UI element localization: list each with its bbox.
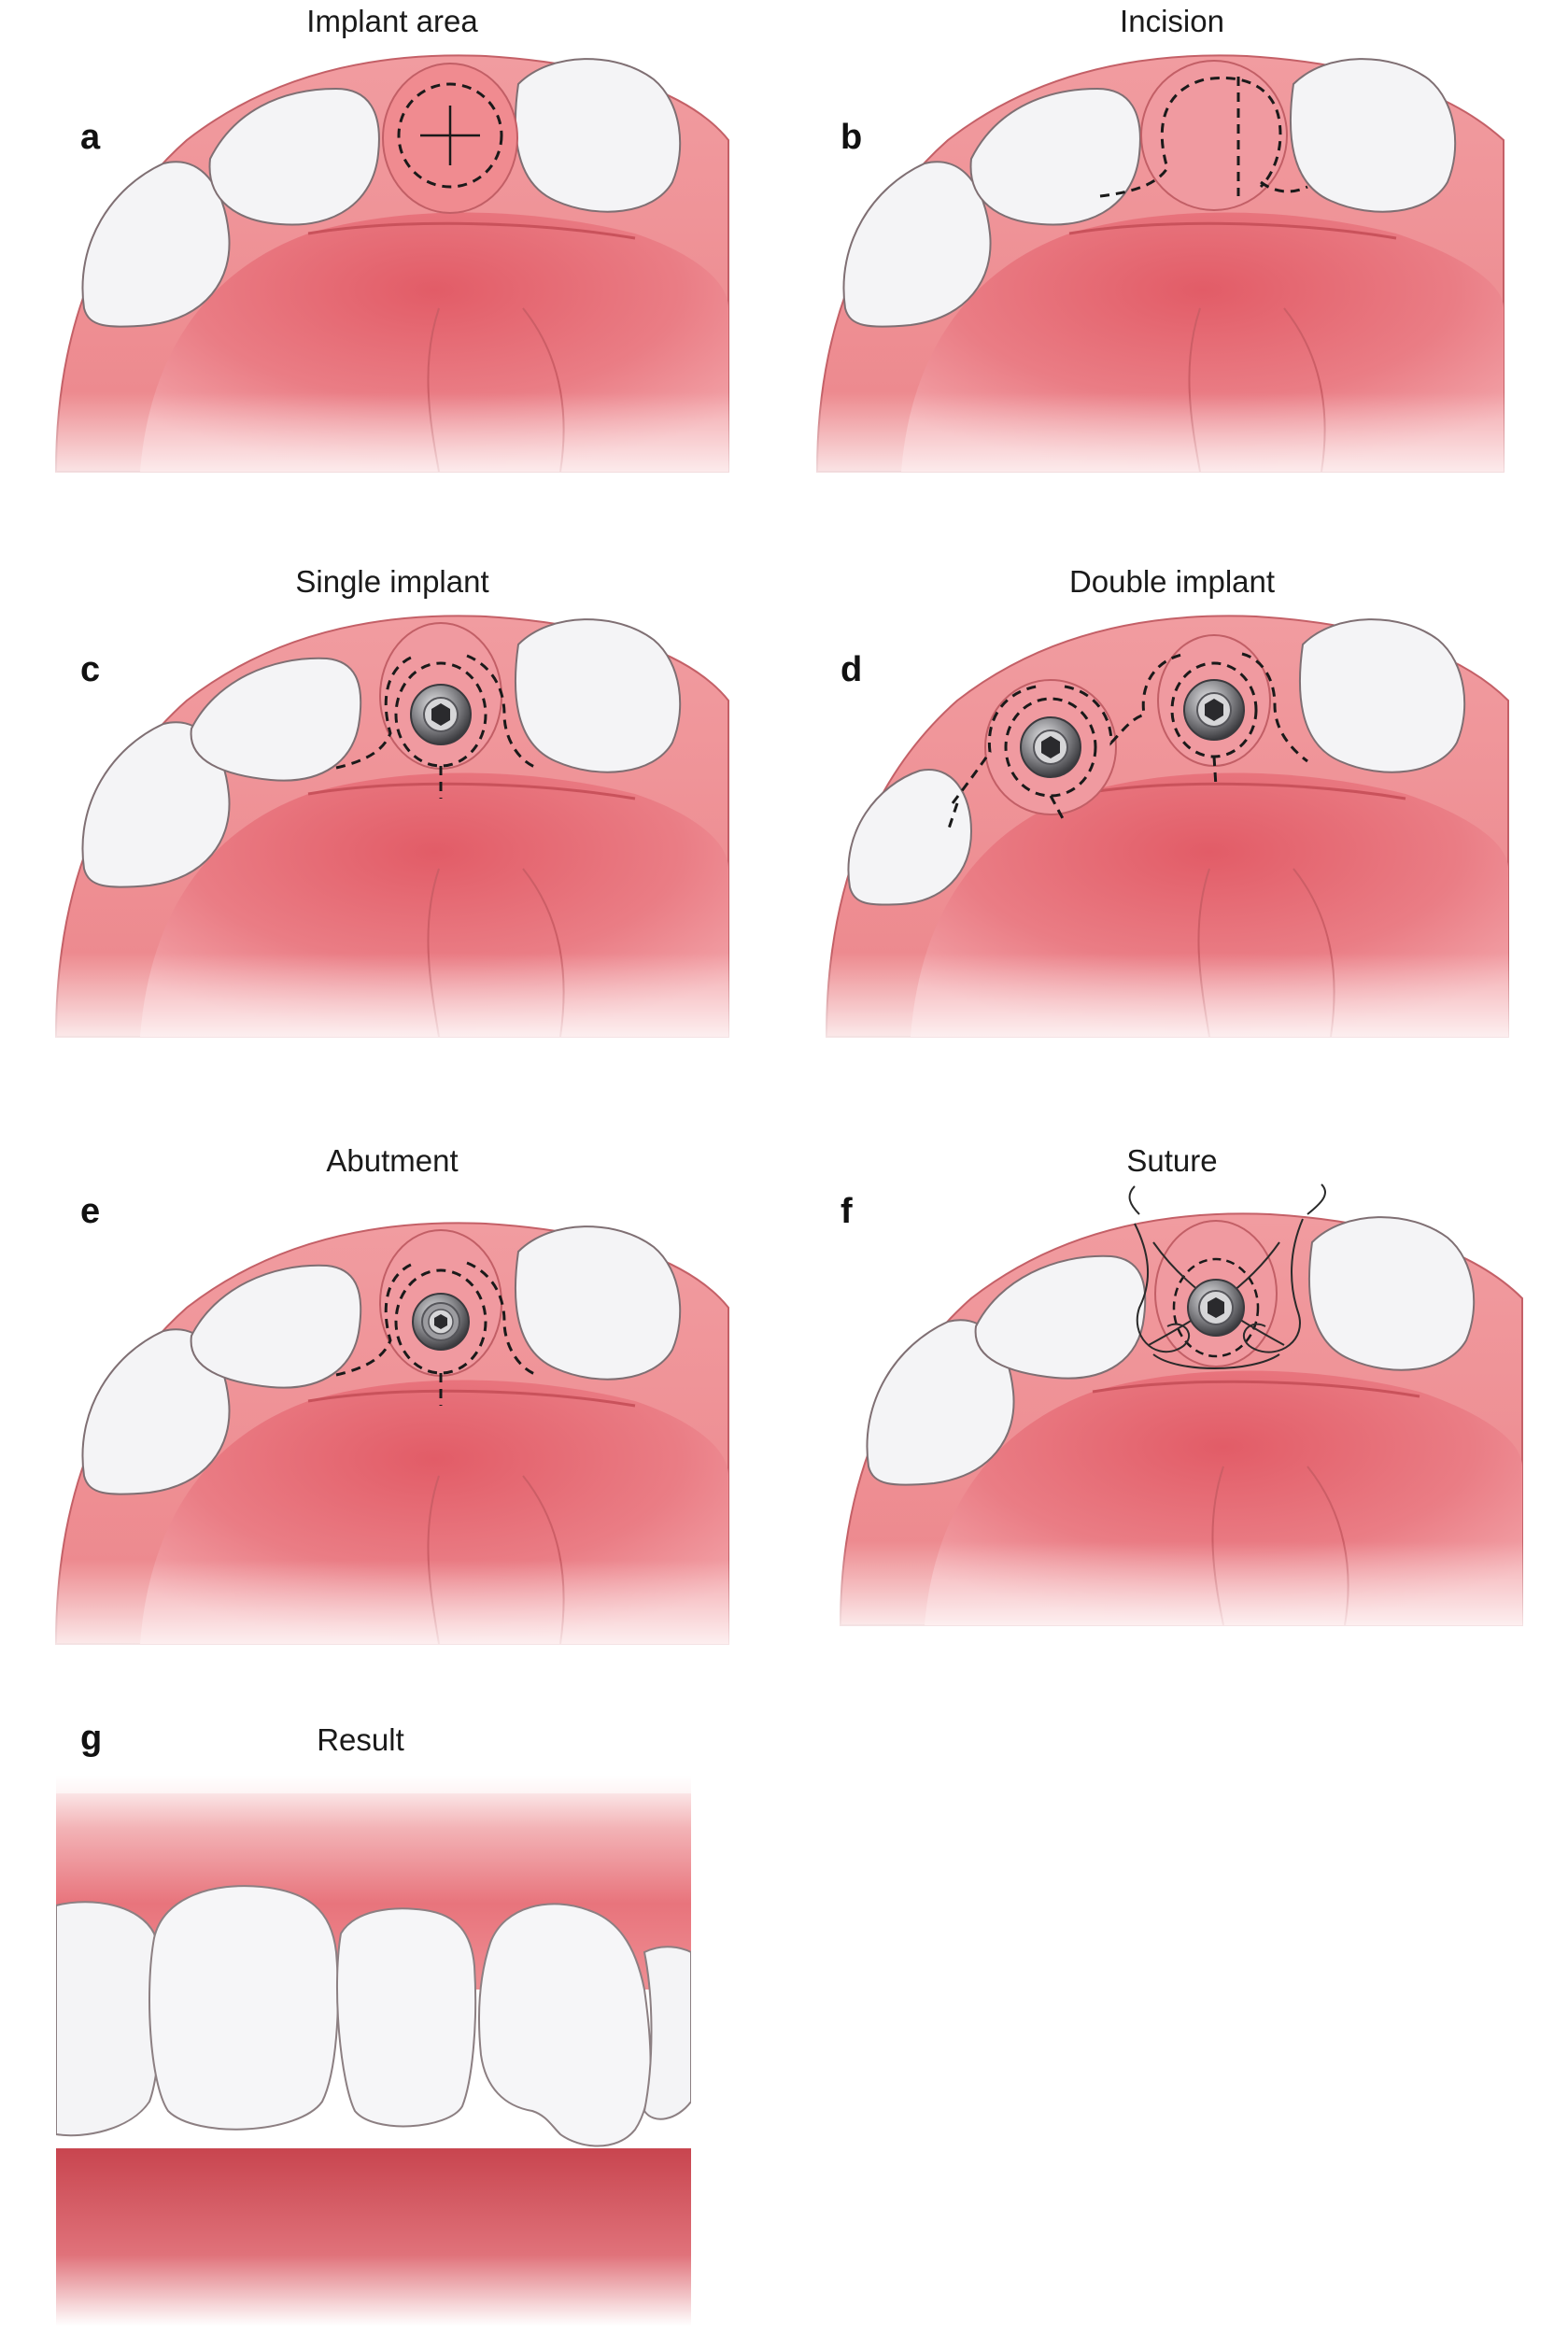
panel-g: g Result xyxy=(0,1709,784,2351)
panel-b: Incision b xyxy=(784,0,1568,523)
panel-title: Abutment xyxy=(326,1143,459,1178)
panel-letter: a xyxy=(80,118,101,157)
panel-title: Result xyxy=(317,1722,404,1757)
panel-letter: b xyxy=(841,118,863,157)
panel-title: Single implant xyxy=(295,564,489,599)
panel-title: Suture xyxy=(1126,1143,1218,1178)
result-illustration xyxy=(0,1765,784,2351)
panel-title: Incision xyxy=(1120,4,1224,38)
incision-illustration xyxy=(798,54,1527,495)
implant-area-illustration xyxy=(37,54,747,495)
panel-letter: f xyxy=(841,1192,853,1231)
suture-illustration xyxy=(822,1183,1550,1644)
panel-f: Suture f xyxy=(784,1121,1568,1681)
panel-letter: d xyxy=(841,650,863,689)
panel-title: Implant area xyxy=(306,4,478,38)
panel-c: Single implant c xyxy=(0,551,784,1083)
panel-d: Double implant d xyxy=(784,551,1568,1083)
panel-letter: g xyxy=(80,1719,103,1758)
panel-title: Double implant xyxy=(1068,564,1276,599)
panel-e: Abutment e xyxy=(0,1121,784,1681)
single-implant-illustration xyxy=(37,615,747,1055)
panel-letter: c xyxy=(80,650,101,689)
abutment-illustration xyxy=(37,1222,747,1663)
panel-a: Implant area a xyxy=(0,0,784,523)
panel-letter: e xyxy=(80,1192,101,1231)
double-implant-illustration xyxy=(808,615,1536,1055)
